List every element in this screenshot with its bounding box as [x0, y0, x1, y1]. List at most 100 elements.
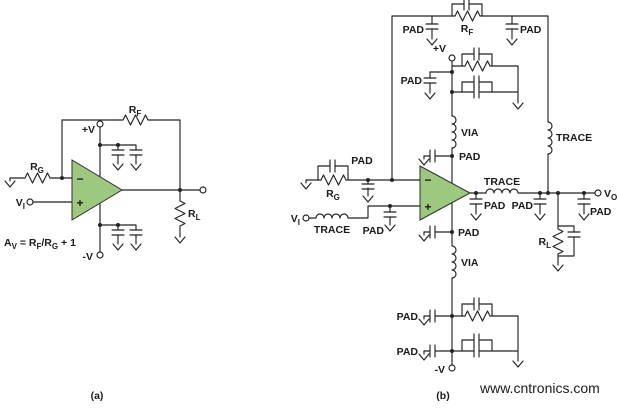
trace-inductor-output	[485, 188, 519, 194]
ground-icon	[512, 357, 524, 368]
label-vi-b: VI	[291, 213, 300, 227]
label-rl-a: RL	[188, 208, 201, 222]
parasitic-cap	[463, 0, 470, 11]
ground-icon	[300, 179, 312, 190]
ground-icon	[384, 221, 396, 232]
ground-icon	[418, 155, 430, 166]
bypass-cap	[129, 149, 143, 156]
junction-dot	[178, 188, 182, 192]
junction-dot	[388, 204, 392, 208]
resistor-rf-b	[451, 10, 483, 22]
pad-cap	[429, 344, 436, 358]
pad-label: PAD	[484, 200, 506, 212]
junction-dot	[98, 223, 102, 227]
ground-icon	[552, 261, 564, 272]
trace-label: TRACE	[556, 132, 592, 144]
pad-cap	[423, 77, 437, 84]
pad-cap	[469, 198, 483, 205]
pad-label: PAD	[458, 227, 480, 239]
opamp-b-plus-sign: +	[424, 200, 431, 214]
pad-cap	[383, 211, 397, 218]
pad-cap	[505, 23, 519, 30]
trace-label: TRACE	[314, 224, 350, 236]
junction-dot	[98, 143, 102, 147]
via-inductor-top	[451, 115, 457, 149]
label-neg-supply-b: -V	[435, 364, 446, 376]
opamp-a-minus-sign: −	[76, 172, 83, 186]
junction-dot	[60, 176, 64, 180]
parasitic-cap	[473, 333, 480, 347]
junction-dot	[450, 314, 454, 318]
ground-icon	[362, 192, 374, 203]
junction-dot	[450, 349, 454, 353]
pad-label: PAD	[403, 24, 425, 36]
opamp-b	[419, 165, 472, 221]
gain-formula: AV = RF/RG + 1	[4, 237, 76, 251]
pad-label: PAD	[351, 155, 373, 167]
junction-dot	[366, 178, 370, 182]
caption-a: (a)	[91, 390, 104, 402]
ground-icon	[418, 315, 430, 326]
trace-inductor-input	[315, 213, 349, 219]
junction-dot	[390, 178, 394, 182]
parasitic-cap	[473, 85, 480, 99]
pad-label: PAD	[397, 311, 419, 323]
neg-supply-terminal-a	[96, 251, 104, 259]
output-terminal-b	[594, 189, 602, 197]
label-rf-b: RF	[461, 23, 474, 37]
resistor-rf-a	[119, 114, 151, 126]
watermark: www.cntronics.com	[479, 380, 600, 396]
pad-label: PAD	[401, 75, 423, 87]
bypass-resistor	[461, 60, 493, 72]
pad-cap	[533, 198, 547, 205]
ground-icon	[578, 210, 590, 221]
label-vo-b: VO	[604, 188, 617, 202]
junction-dot	[546, 191, 550, 195]
parasitic-cap	[473, 75, 480, 89]
bypass-cap	[111, 149, 125, 156]
pad-cap	[429, 149, 436, 163]
label-neg-supply-a: -V	[83, 251, 94, 263]
opamp-b-minus-sign: −	[424, 173, 431, 187]
pad-cap	[577, 198, 591, 205]
ground-icon	[418, 350, 430, 361]
label-rl-b: RL	[539, 236, 552, 250]
ground-icon	[512, 99, 524, 110]
label-rg-b: RG	[326, 188, 340, 202]
ground-icon	[130, 160, 142, 171]
pad-label: PAD	[459, 151, 481, 163]
parasitic-cap	[473, 344, 480, 358]
ground-icon	[130, 240, 142, 251]
junction-dot	[116, 143, 120, 147]
parasitic-cap	[567, 231, 581, 238]
circuit-a: − + RG RF RL VI +V -V AV = RF/RG + 1 (a)	[4, 104, 207, 402]
ground-icon	[174, 233, 186, 244]
ground-icon	[112, 160, 124, 171]
parasitic-cap	[473, 47, 480, 61]
pad-cap	[429, 309, 436, 323]
ground-icon	[112, 240, 124, 251]
ground-icon	[506, 35, 518, 46]
junction-dot	[582, 191, 586, 195]
pos-supply-terminal-b	[448, 54, 456, 62]
label-rf-a: RF	[129, 104, 142, 118]
parasitic-cap	[473, 297, 480, 311]
junction-dot	[474, 191, 478, 195]
junction-dot	[450, 230, 454, 234]
label-vi-a: VI	[16, 197, 25, 211]
label-pos-supply-b: +V	[433, 43, 446, 55]
ground-icon	[534, 210, 546, 221]
wires-b	[305, 3, 596, 366]
pad-label: PAD	[512, 200, 534, 212]
pad-label: PAD	[590, 206, 612, 218]
junction-dot	[450, 154, 454, 158]
junction-dot	[450, 70, 454, 74]
pad-label: PAD	[520, 24, 542, 36]
bypass-cap	[129, 229, 143, 236]
via-inductor-bottom	[451, 245, 457, 279]
resistor-rg-b	[317, 174, 349, 186]
neg-supply-terminal-b	[448, 364, 456, 372]
trace-inductor-feedback	[547, 121, 553, 155]
pad-label: PAD	[363, 225, 385, 237]
